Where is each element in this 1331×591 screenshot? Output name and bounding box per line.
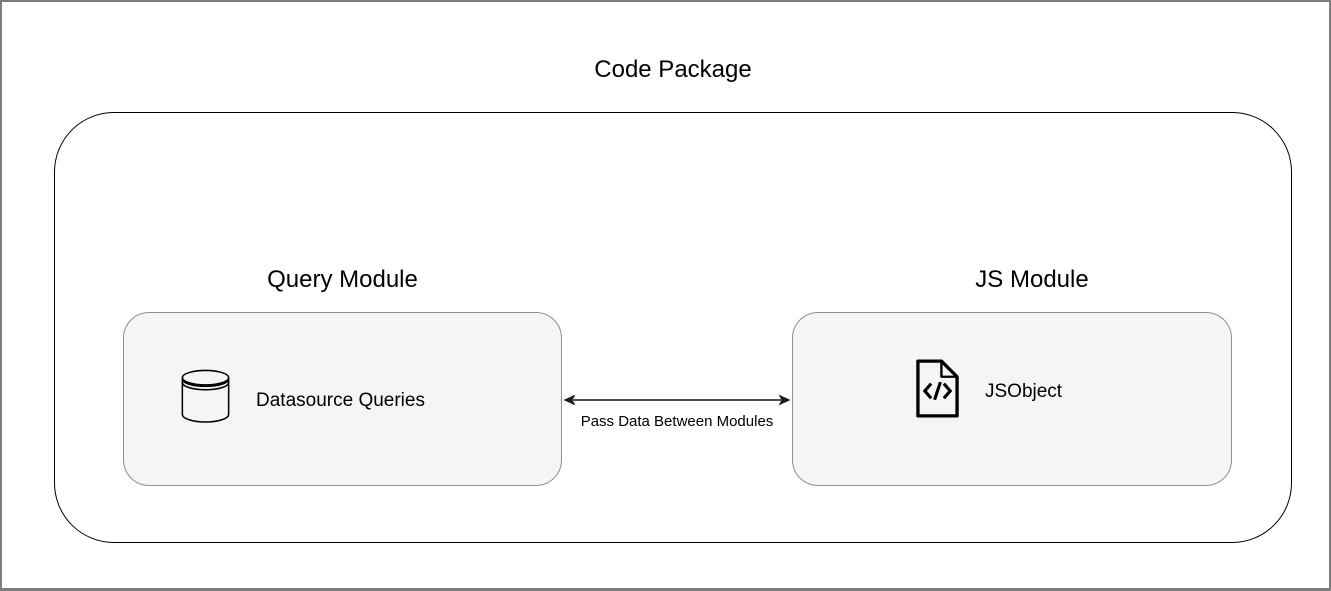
query-module-title: Query Module <box>267 266 418 293</box>
datasource-queries-label: Datasource Queries <box>256 390 425 411</box>
code-file-icon <box>916 359 959 418</box>
database-icon <box>181 369 230 423</box>
jsobject-label: JSObject <box>985 381 1063 402</box>
js-module-title: JS Module <box>975 266 1089 293</box>
query-module-box: Datasource Queries <box>123 312 562 486</box>
js-module-box: JSObject <box>792 312 1232 486</box>
diagram-title: Code Package <box>594 56 752 83</box>
connector-label: Pass Data Between Modules <box>580 413 774 430</box>
bidirectional-arrow-icon <box>563 394 791 406</box>
